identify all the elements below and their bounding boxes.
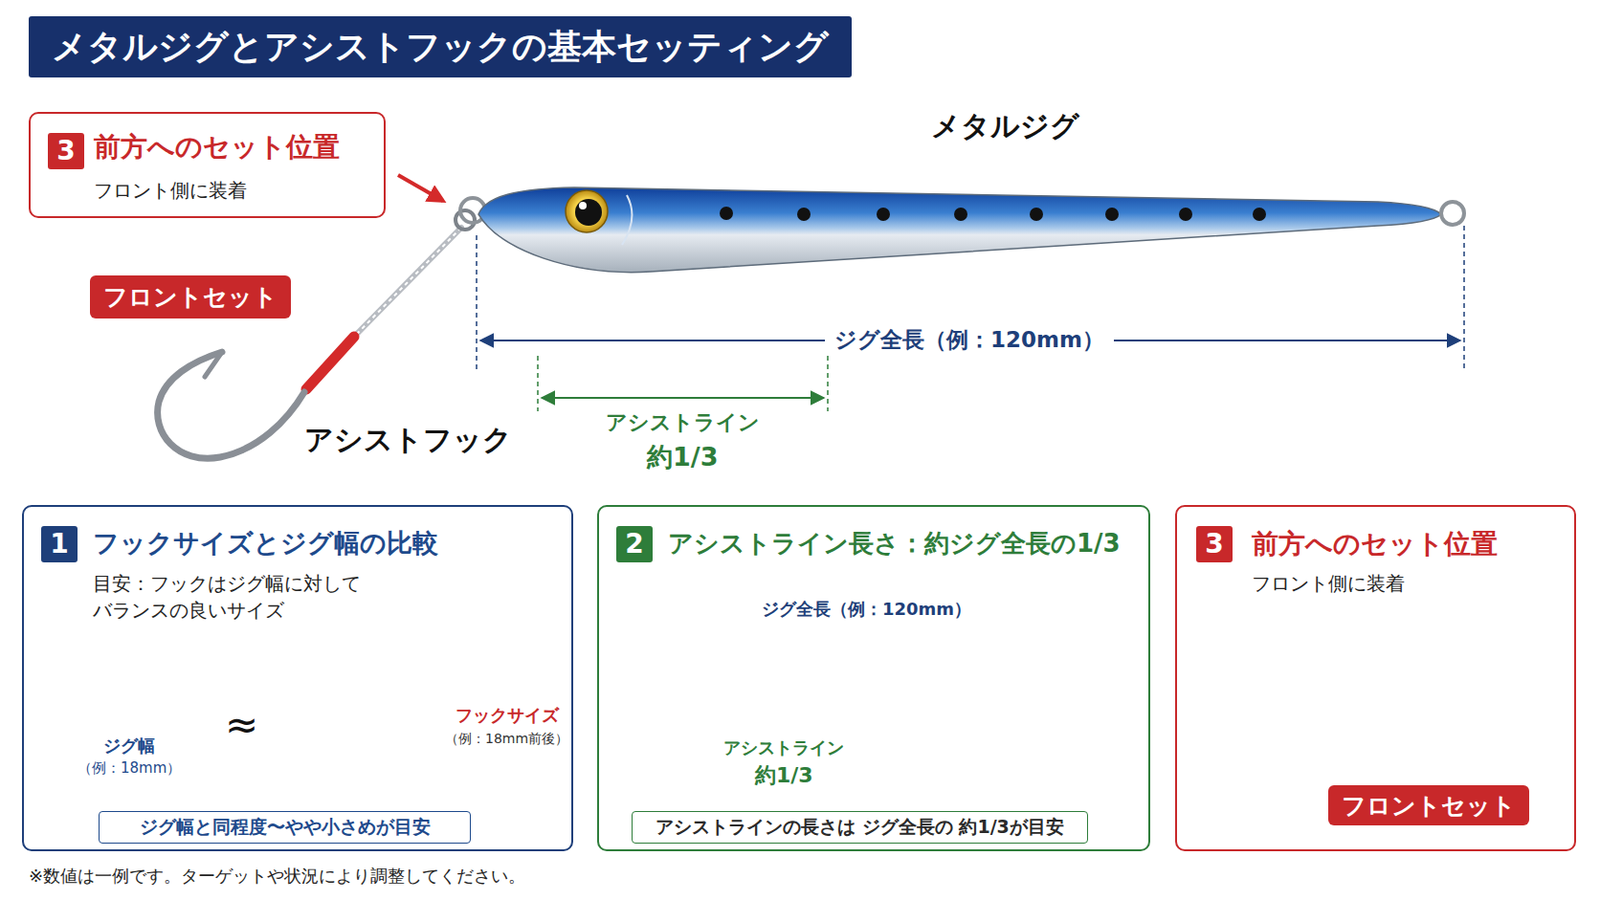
dimension-label: アシストライン [723,736,845,760]
panel-heading: 前方へのセット位置 [1251,526,1498,563]
assist-line-braid [355,227,462,335]
front-set-badge: フロントセット [89,275,291,319]
callout-number: 3 [47,133,85,170]
spots [719,206,1267,222]
info-panel: 1 フックサイズとジグ幅の比較目安：フックはジグ幅に対して バランスの良いサイズジ… [22,505,574,852]
title-band: メタルジグとアシストフックの基本セッティング [28,16,852,78]
callout-text: フロント側に装着 [93,177,247,204]
assist-line [355,227,462,335]
jig-body [478,187,1442,273]
panel-text: フロント側に装着 [1251,570,1405,598]
dimension-label: アシストライン [605,408,760,438]
front-set-badge: フロントセット [1328,785,1530,826]
dimension-label: ジグ全長（例：120mm） [824,325,1114,356]
dimension-value: （例：18mm） [77,759,181,778]
part-name: アシストフック [304,421,512,461]
note-box: ジグ幅と同程度〜やや小さめが目安 [98,811,471,845]
note-text: ジグ幅と同程度〜やや小さめが目安 [139,815,431,841]
info-panel: 3 前方へのセット位置フロント側に装着フロントセット [1175,505,1577,852]
thread-wrap [306,336,355,390]
length-dimension [476,225,1465,370]
approx-symbol: ≈ [224,701,259,749]
note-box: アシストラインの長さは ジグ全長の 約1/3が目安 [631,811,1089,845]
eye-highlight [578,201,587,210]
callout-box: 3前方へのセット位置フロント側に装着 [28,111,386,219]
dimension-label: フックサイズ [455,704,559,728]
badge-text: フロントセット [103,281,278,313]
footnote: ※数値は一例です。ターゲットや状況により調整してください。 [28,865,526,889]
dimension-value: 約1/3 [646,440,718,475]
callout-number: 1 [41,526,78,563]
note-text: アシストラインの長さは ジグ全長の 約1/3が目安 [655,815,1065,841]
tail-eye-ring [1441,201,1465,225]
hook-barb [204,352,223,378]
part-name: メタルジグ [931,107,1080,147]
panel-heading: フックサイズとジグ幅の比較 [92,526,439,561]
dimension-label: ジグ全長（例：120mm） [752,598,981,622]
assist-length-dimension [537,355,828,412]
callout-number: 3 [1196,526,1233,563]
info-panel: 2 アシストライン長さ：約ジグ全長の1/3 アシストラインの長さは ジグ全長の 約1… [597,505,1151,852]
panel-heading: アシストライン長さ：約ジグ全長の1/3 [667,527,1121,561]
metal-jig [157,187,1465,459]
callout-number: 2 [616,526,653,563]
eye [565,190,608,233]
hook [157,352,305,459]
panel-text: 目安：フックはジグ幅に対して バランスの良いサイズ [92,570,373,624]
gill-line [622,195,632,245]
dimension-label: ジグ幅 [103,734,156,758]
dimension-value: 約1/3 [755,761,814,791]
dimension-value: （例：18mm前後） [444,731,569,749]
callout-heading: 前方へのセット位置 [93,129,340,166]
pointer-arrow [398,175,444,201]
badge-text: フロントセット [1341,790,1516,823]
pupil [575,199,602,226]
